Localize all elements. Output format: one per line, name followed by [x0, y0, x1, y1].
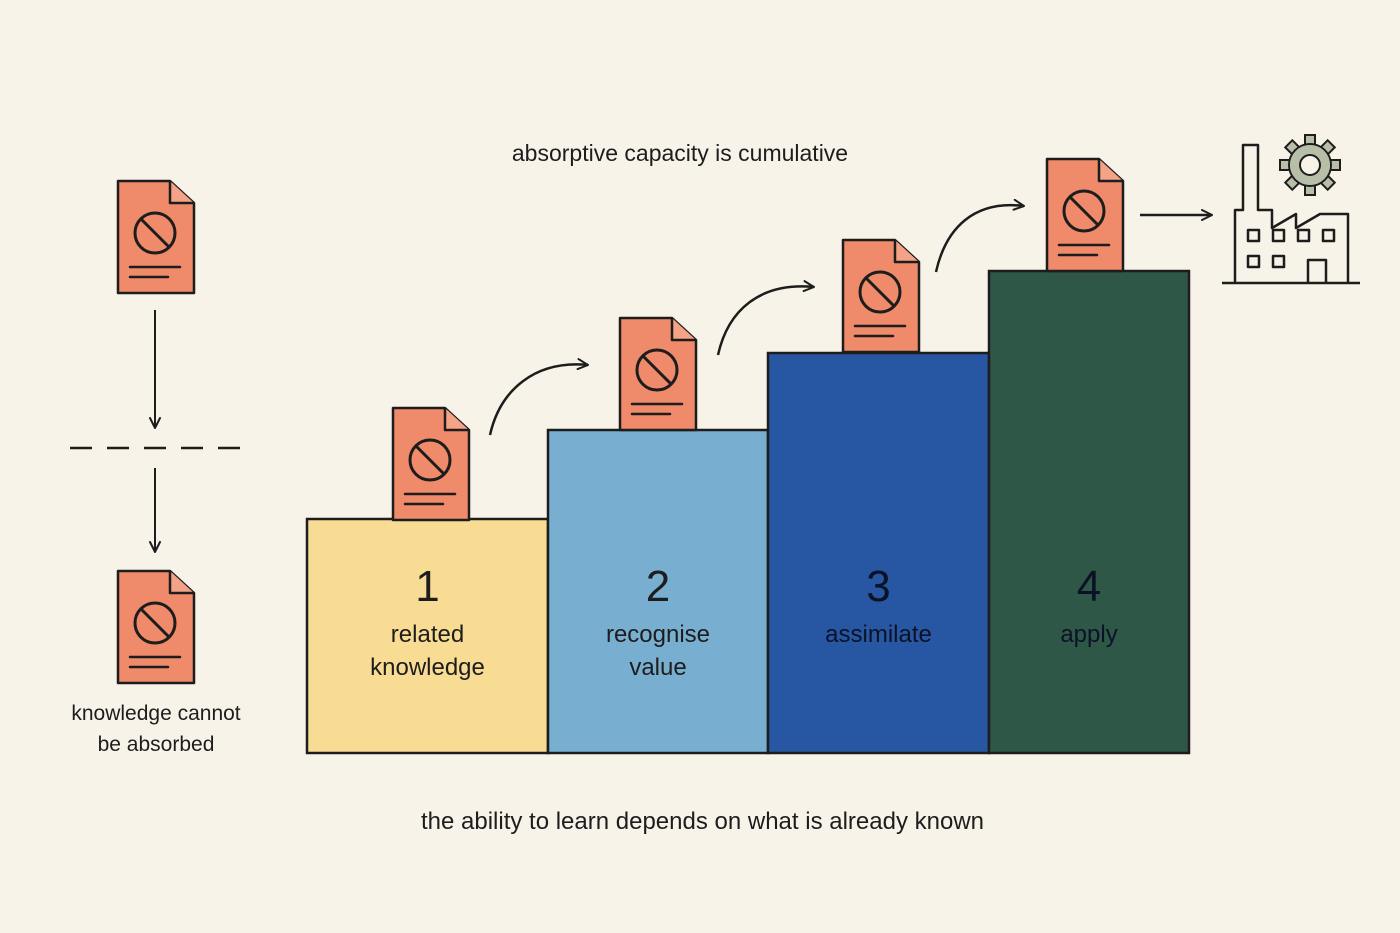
diagram-title: absorptive capacity is cumulative	[511, 140, 849, 166]
document-blocked-icon	[1045, 157, 1125, 273]
gear-icon	[1279, 134, 1341, 196]
step-name-line: value	[629, 654, 687, 681]
document-blocked-icon	[841, 238, 921, 354]
document-blocked-icon	[116, 569, 196, 685]
diagram-caption: the ability to learn depends on what is …	[420, 808, 984, 835]
step-name-line: assimilate	[825, 621, 932, 648]
step-3-label: 3 assimilate	[768, 562, 989, 651]
factory-icon	[1222, 143, 1360, 285]
step-number: 2	[645, 562, 671, 611]
step-name-line: recognise	[605, 621, 711, 648]
step-name-line: knowledge	[370, 654, 485, 681]
step-1-label: 1 related knowledge	[307, 562, 548, 684]
curved-arrow-icon	[716, 280, 815, 356]
step-block-assimilate	[766, 351, 991, 755]
curved-arrow-icon	[488, 358, 589, 436]
curved-arrow-icon	[934, 198, 1025, 273]
step-name-line: related	[390, 621, 465, 648]
document-blocked-icon	[116, 179, 196, 295]
step-name-line: apply	[1060, 621, 1118, 648]
caption-line: knowledge cannot	[71, 702, 241, 725]
step-number: 3	[866, 562, 891, 611]
step-block-related-knowledge	[305, 517, 550, 755]
step-number: 1	[415, 562, 440, 611]
blocked-knowledge-caption: knowledge cannot be absorbed	[40, 698, 272, 760]
step-4-label: 4 apply	[989, 562, 1189, 651]
document-blocked-icon	[618, 316, 698, 432]
step-2-label: 2 recognise value	[548, 562, 768, 684]
document-blocked-icon	[391, 406, 471, 522]
step-number: 4	[1076, 562, 1102, 611]
step-block-apply	[987, 269, 1191, 755]
caption-line: be absorbed	[97, 733, 215, 756]
step-block-recognise-value	[546, 428, 770, 755]
